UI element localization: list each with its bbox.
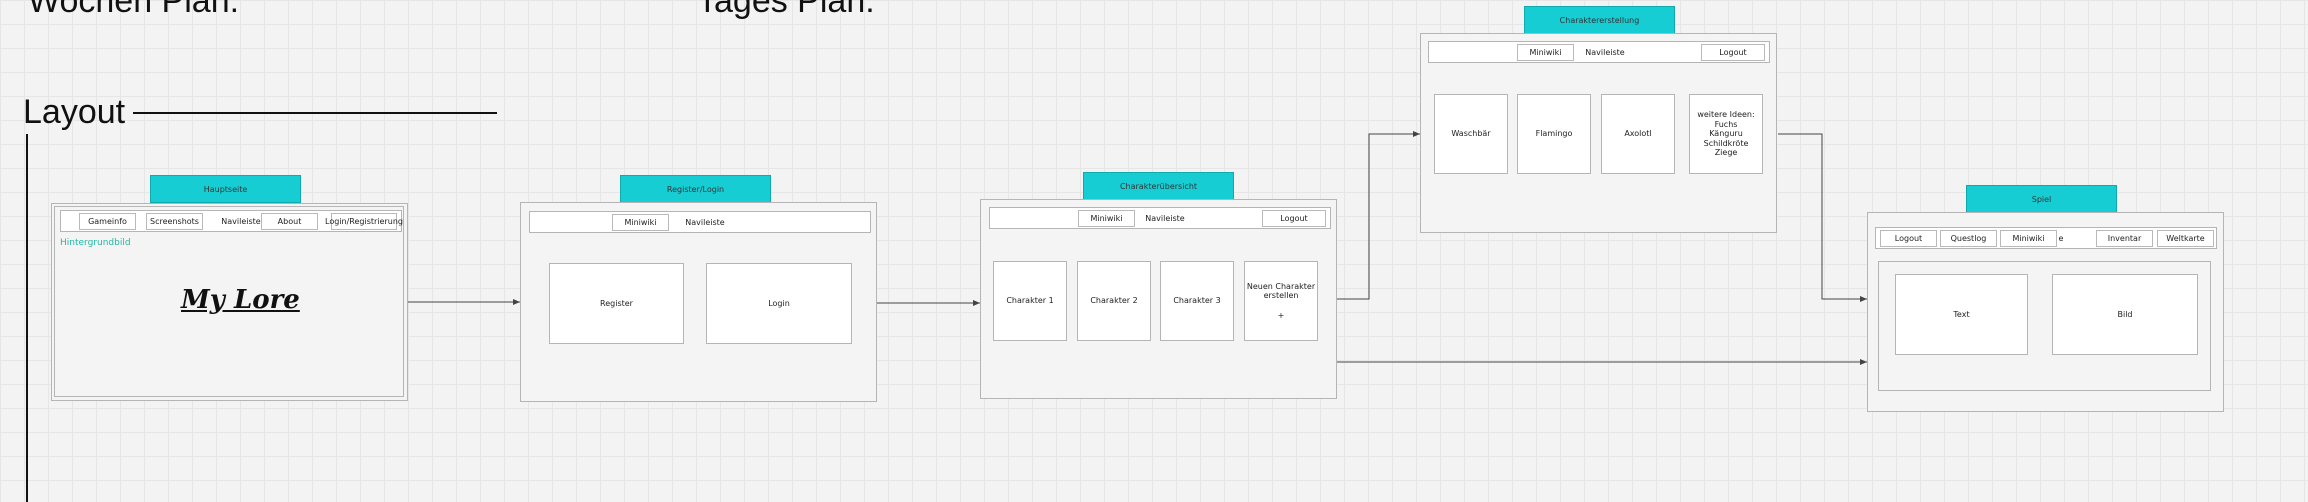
screen-title-register-login: Register/Login [620,175,771,203]
spiel-navbar: Logout Questlog Miniwiki e Inventar Welt… [1875,227,2217,249]
nav-screenshots-button[interactable]: Screenshots [146,213,203,230]
nav-weltkarte-button[interactable]: Weltkarte [2157,230,2214,247]
hauptseite-navbar: Gameinfo Screenshots Navileiste About Lo… [60,210,403,232]
heading-wochen-plan: Wochen Plan: [28,0,240,20]
screen-title-charaktererstellung: Charaktererstellung [1524,6,1675,34]
species-ideas-card: weitere Ideen: Fuchs Känguru Schildkröte… [1689,94,1763,174]
species-card-axolotl[interactable]: Axolotl [1601,94,1675,174]
nav-logout-button[interactable]: Logout [1262,210,1326,227]
screen-title-hauptseite: Hauptseite [150,175,301,203]
hauptseite-content-frame [54,206,404,397]
game-image-panel: Bild [2052,274,2198,355]
game-logo: My Lore [181,285,300,315]
screen-register-login: Miniwiki Navileiste Register Login [520,202,877,402]
nav-miniwiki-button[interactable]: Miniwiki [612,214,669,231]
character-card-2[interactable]: Charakter 2 [1077,261,1151,341]
new-character-card[interactable]: Neuen Charakter erstellen + [1244,261,1318,341]
register-card[interactable]: Register [549,263,684,344]
navbar-label: Navileiste [1585,48,1625,57]
register-navbar: Miniwiki Navileiste [529,211,871,233]
spiel-content-frame: Text Bild [1878,261,2211,391]
heading-tages-plan: Tages Plan: [697,0,875,20]
screen-title-charakteruebersicht: Charakterübersicht [1083,172,1234,200]
navbar-label: Navileiste [221,217,261,226]
navbar-label-fragment: e [2058,234,2064,243]
species-card-waschbaer[interactable]: Waschbär [1434,94,1508,174]
nav-questlog-button[interactable]: Questlog [1940,230,1997,247]
charakteruebersicht-navbar: Miniwiki Navileiste Logout [989,207,1331,229]
nav-miniwiki-button[interactable]: Miniwiki [1517,44,1574,61]
screen-charakteruebersicht: Miniwiki Navileiste Logout Charakter 1 C… [980,199,1337,399]
screen-title-spiel: Spiel [1966,185,2117,213]
nav-login-registrierung-button[interactable]: Login/Registrierung [325,213,403,230]
nav-logout-button[interactable]: Logout [1701,44,1765,61]
game-text-panel: Text [1895,274,2028,355]
nav-gameinfo-button[interactable]: Gameinfo [79,213,136,230]
screen-hauptseite: Gameinfo Screenshots Navileiste About Lo… [51,203,408,401]
character-card-1[interactable]: Charakter 1 [993,261,1067,341]
connector-charaktererstellung-spiel [1778,133,1867,302]
charaktererstellung-navbar: Miniwiki Navileiste Logout [1428,41,1770,63]
connector-charakteruebersicht-charaktererstellung [1318,131,1420,300]
character-card-3[interactable]: Charakter 3 [1160,261,1234,341]
nav-about-button[interactable]: About [261,213,318,230]
login-card[interactable]: Login [706,263,852,344]
background-image-hint: Hintergrundbild [60,238,131,248]
nav-miniwiki-button[interactable]: Miniwiki [1078,210,1135,227]
navbar-label: Navileiste [1145,214,1185,223]
navbar-label: Navileiste [685,218,725,227]
nav-inventar-button[interactable]: Inventar [2096,230,2153,247]
screen-spiel: Logout Questlog Miniwiki e Inventar Welt… [1867,212,2224,412]
species-card-flamingo[interactable]: Flamingo [1517,94,1591,174]
screen-charaktererstellung: Miniwiki Navileiste Logout Waschbär Flam… [1420,33,1777,233]
heading-layout: Layout [23,93,126,131]
nav-logout-button[interactable]: Logout [1880,230,1937,247]
nav-miniwiki-button[interactable]: Miniwiki [2000,230,2057,247]
